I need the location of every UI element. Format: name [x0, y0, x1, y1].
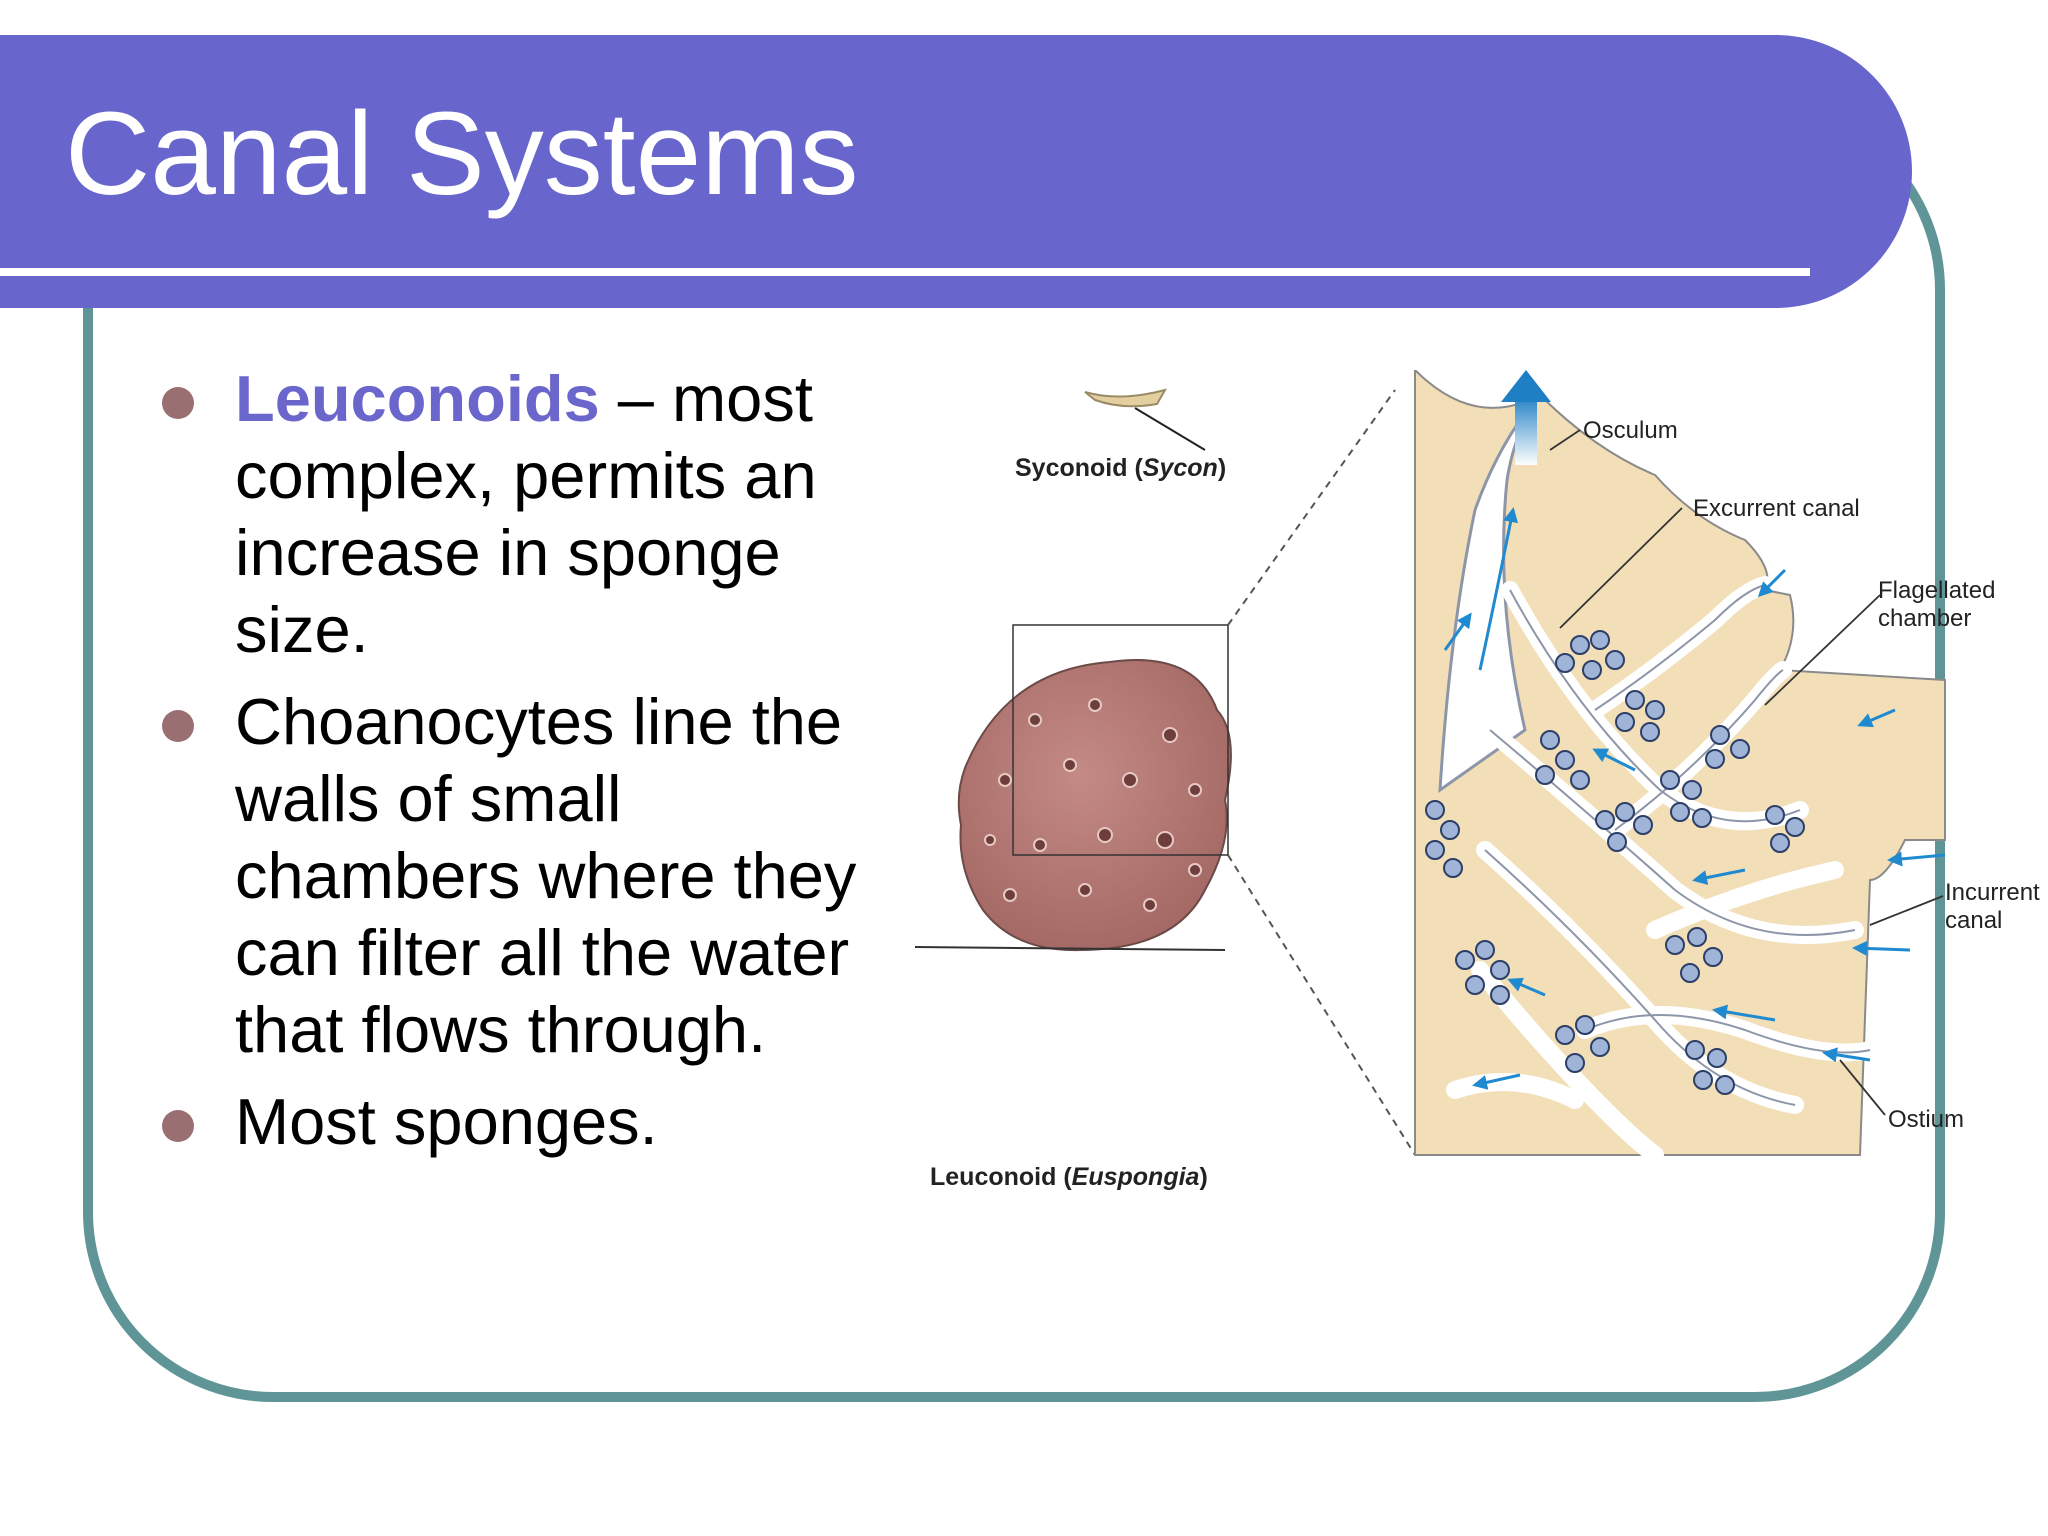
leuconoid-label: Leuconoid (Euspongia): [930, 1163, 1208, 1190]
title-underline: [0, 268, 1810, 276]
label-flagellated-line1: Flagellated: [1878, 577, 1995, 604]
osculum-arrow-icon: [1501, 370, 1551, 402]
leader-osculum: [1549, 429, 1581, 451]
leader-flagellated: [1764, 594, 1881, 706]
leader-excurrent: [1559, 507, 1683, 629]
bullet-dot-icon: [162, 710, 194, 742]
diagram-svg: Syconoid (Sycon) Leuconoid (Euspongia): [914, 370, 2040, 1190]
bullet-item: Leuconoids – most complex, permits an in…: [160, 360, 920, 668]
slide-title: Canal Systems: [65, 88, 859, 220]
bullet-emphasis: Leuconoids: [235, 362, 600, 435]
label-incurrent-line1: Incurrent: [1945, 879, 2040, 906]
syconoid-label: Syconoid (Sycon): [1015, 454, 1226, 482]
leader-ostium: [1839, 1059, 1886, 1116]
bullet-dot-icon: [162, 387, 194, 419]
bullet-list: Leuconoids – most complex, permits an in…: [160, 360, 920, 1175]
label-ostium: Ostium: [1888, 1106, 1964, 1133]
zoom-line-top: [1227, 389, 1396, 626]
label-excurrent-canal: Excurrent canal: [1693, 495, 1860, 522]
zoom-line-bottom: [1227, 854, 1416, 1156]
bullet-text: Choanocytes line the walls of small cham…: [235, 685, 857, 1066]
leader-incurrent: [1869, 895, 1944, 926]
leuconoid-sponge: [914, 659, 1232, 952]
syconoid-fragment: [1084, 388, 1206, 451]
enlarged-section: [1414, 370, 1946, 1164]
bullet-text: – most complex, permits an increase in s…: [235, 362, 817, 666]
bullet-item: Choanocytes line the walls of small cham…: [160, 683, 920, 1068]
label-incurrent-line2: canal: [1945, 907, 2002, 934]
leuconoid-diagram: Syconoid (Sycon) Leuconoid (Euspongia): [895, 370, 2048, 1190]
zoom-box: [1012, 624, 1229, 856]
bullet-item: Most sponges.: [160, 1083, 920, 1160]
bullet-text: Most sponges.: [235, 1085, 658, 1158]
title-bar: [0, 35, 1912, 308]
label-osculum: Osculum: [1583, 417, 1678, 444]
bullet-dot-icon: [162, 1110, 194, 1142]
label-flagellated-line2: chamber: [1878, 605, 1971, 632]
osculum-arrow-shaft: [1515, 395, 1537, 465]
